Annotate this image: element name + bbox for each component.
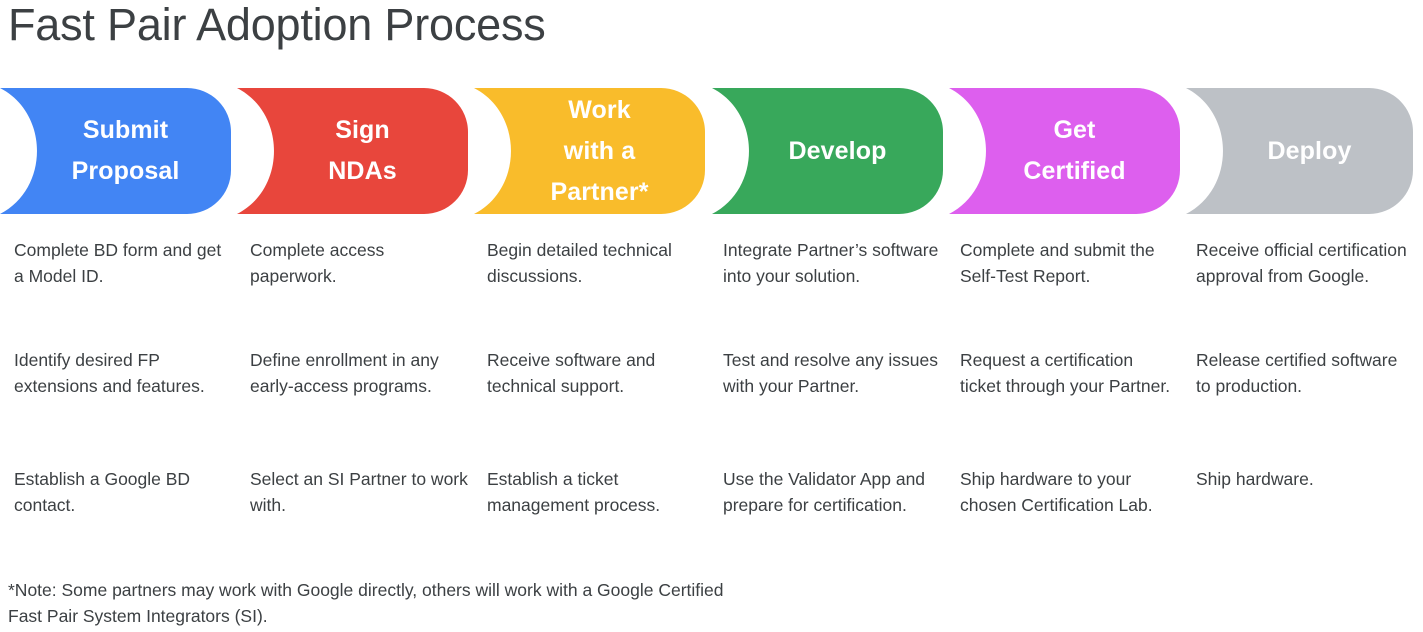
detail-item: Define enrollment in any early-access pr… (250, 350, 439, 396)
chevron-step-develop[interactable]: Develop (712, 88, 943, 214)
detail-item: Test and resolve any issues with your Pa… (723, 350, 938, 396)
detail-item: Complete access paperwork. (250, 240, 385, 286)
page-title: Fast Pair Adoption Process (8, 0, 546, 50)
detail-item: Request a certification ticket through y… (960, 350, 1171, 396)
chevron-label-deploy: Deploy (1267, 136, 1352, 165)
detail-item: Establish a ticket management process. (487, 469, 661, 515)
detail-item: Complete and submit the Self-Test Report… (960, 240, 1155, 286)
chevron-shape-work-with-a-partner (474, 88, 705, 214)
detail-item: Receive official certification approval … (1196, 240, 1407, 286)
steps-detail-grid: Complete BD form and get a Model ID. Iden… (0, 238, 1423, 558)
chevron-shape-submit-proposal (0, 88, 231, 214)
detail-item: Identify desired FP extensions and featu… (14, 350, 205, 396)
detail-item: Complete BD form and get a Model ID. (14, 240, 222, 286)
chevron-step-deploy[interactable]: Deploy (1186, 88, 1413, 214)
detail-item: Use the Validator App and prepare for ce… (723, 469, 926, 515)
detail-item: Receive software and technical support. (487, 350, 656, 396)
footnote: *Note: Some partners may work with Googl… (8, 580, 724, 626)
detail-item: Establish a Google BD contact. (14, 469, 191, 515)
chevron-label-develop: Develop (788, 136, 887, 165)
detail-item: Ship hardware. (1196, 469, 1314, 489)
detail-item: Release certified software to production… (1196, 350, 1398, 396)
detail-item: Begin detailed technical discussions. (487, 240, 672, 286)
chevron-shape-sign-ndas (237, 88, 468, 214)
detail-item: Integrate Partner’s software into your s… (723, 240, 939, 286)
detail-item: Select an SI Partner to work with. (250, 469, 468, 515)
detail-item: Ship hardware to your chosen Certificati… (960, 469, 1153, 515)
chevron-shape-develop (712, 88, 943, 214)
chevron-shape-deploy (1186, 88, 1413, 214)
chevron-shape-get-certified (949, 88, 1180, 214)
